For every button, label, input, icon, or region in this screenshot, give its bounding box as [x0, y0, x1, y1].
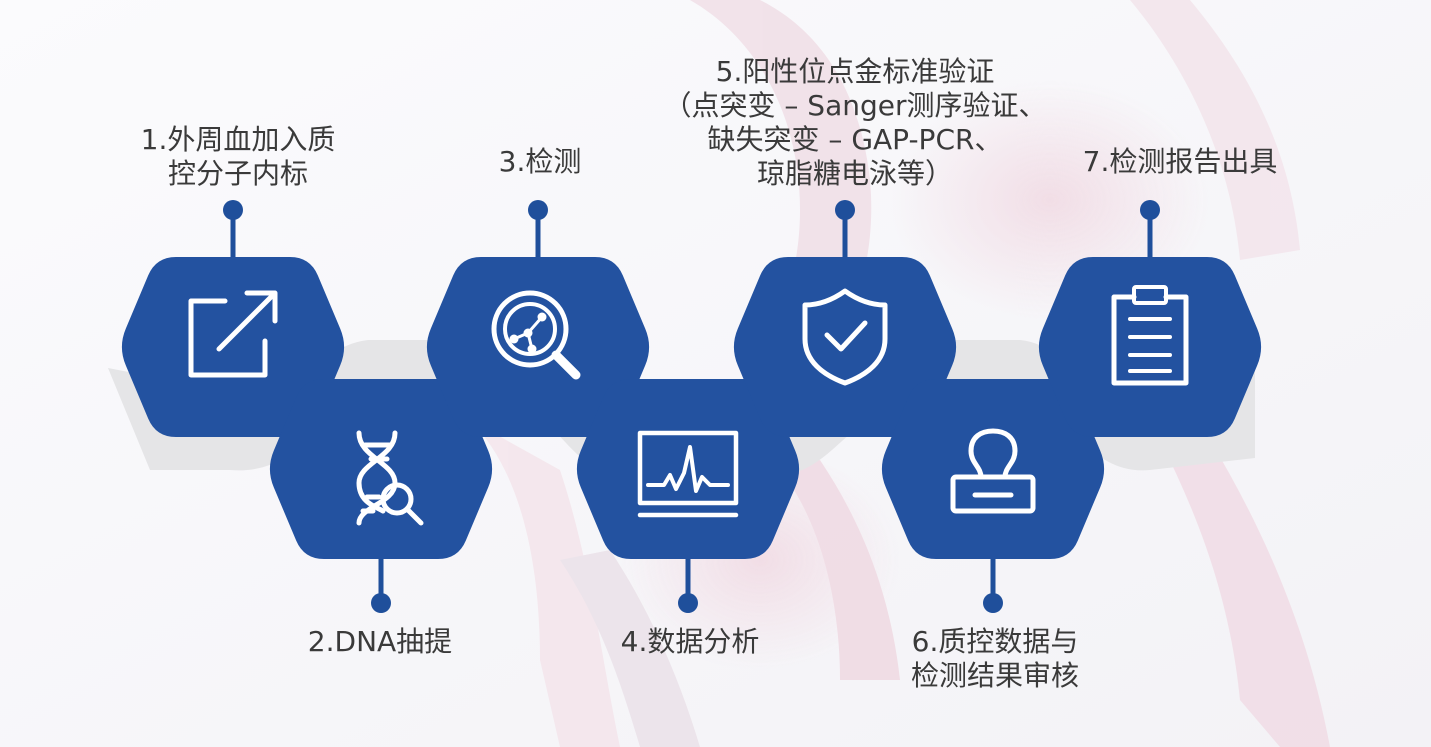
hexagons [121, 257, 1262, 559]
connector-dot [678, 593, 698, 613]
icon-stroke [188, 298, 268, 378]
icon-stroke [637, 430, 739, 506]
icon-stroke [1132, 285, 1168, 305]
step-6-label: 6.质控数据与 检测结果审核 [880, 625, 1110, 693]
connector-5 [835, 200, 855, 257]
step-6-label-line: 6.质控数据与 [911, 625, 1079, 658]
step-3-label-line: 3.检测 [498, 145, 582, 178]
connector-1 [223, 200, 243, 257]
step-2-label: 2.DNA抽提 [270, 625, 490, 659]
stamp-icon [950, 428, 1036, 514]
icon-stroke [503, 302, 557, 356]
icon-stroke [968, 428, 1018, 480]
step-7-hexagon [1038, 257, 1262, 437]
dna-search-icon [356, 430, 424, 526]
icon-stroke [360, 442, 394, 514]
external-link-icon [188, 290, 278, 378]
icon-stroke [824, 320, 868, 352]
connector-dot [528, 200, 548, 220]
step-5-hexagon [733, 257, 957, 437]
step-4-hexagon [576, 379, 800, 559]
connector-7 [1140, 200, 1160, 257]
step-2-hexagon [269, 379, 493, 559]
step-1-label-line: 控分子内标 [167, 157, 308, 190]
step-1-hexagon [121, 257, 345, 437]
step-1-label: 1.外周血加入质 控分子内标 [118, 123, 358, 191]
step-5-label-line: 缺失突变 – GAP-PCR、 [707, 123, 1003, 156]
icon-stroke [380, 482, 414, 516]
step-6-label-line: 检测结果审核 [910, 659, 1079, 692]
icon-stroke [356, 430, 398, 514]
connector-dot [371, 593, 391, 613]
step-5-label: 5.阳性位点金标准验证 （点突变 – Sanger测序验证、 缺失突变 – GA… [630, 55, 1080, 191]
step-4-label: 4.数据分析 [580, 625, 800, 659]
icon-stroke [646, 445, 730, 493]
icon-stroke [491, 290, 569, 368]
icon-dot [523, 328, 533, 338]
hexagon-shape [121, 257, 345, 437]
connectors [223, 200, 1160, 613]
icon-stroke [1111, 294, 1189, 386]
hexagon-shape [269, 379, 493, 559]
step-5-label-line: 5.阳性位点金标准验证 [715, 55, 995, 88]
step-5-label-line: （点突变 – Sanger测序验证、 [663, 89, 1047, 122]
hexagon-shape [576, 379, 800, 559]
step-5-label-line: 琼脂糖电泳等） [756, 157, 953, 190]
icon-stroke [551, 350, 581, 380]
icon-stroke [1128, 317, 1172, 373]
clipboard-icon [1111, 285, 1189, 386]
icon-dot [509, 334, 519, 344]
icon-stroke [216, 290, 278, 352]
connector-dot [1140, 200, 1160, 220]
connector-6 [983, 559, 1003, 613]
connector-dot [983, 593, 1003, 613]
step-3-label: 3.检测 [430, 145, 650, 179]
step-4-label-line: 4.数据分析 [620, 625, 760, 658]
step-2-label-line: 2.DNA抽提 [307, 625, 453, 658]
waveform-monitor-icon [637, 430, 739, 518]
connector-4 [678, 559, 698, 613]
connector-dot [223, 200, 243, 220]
step-7-label-line: 7.检测报告出具 [1082, 145, 1278, 178]
hexagon-shape [426, 257, 650, 437]
icon-dot [527, 344, 537, 354]
hexagon-shape [881, 379, 1105, 559]
step-6-hexagon [881, 379, 1105, 559]
icon-dot [537, 312, 547, 322]
icon-stroke [950, 474, 1036, 514]
connector-2 [371, 559, 391, 613]
shield-check-icon [802, 288, 888, 386]
step-7-label: 7.检测报告出具 [1055, 145, 1305, 179]
icon-stroke [404, 506, 424, 526]
step-1-label-line: 1.外周血加入质 [140, 123, 336, 156]
connector-3 [528, 200, 548, 257]
icon-stroke [802, 288, 888, 386]
hexagon-shape [1038, 257, 1262, 437]
molecule-search-icon [491, 290, 581, 380]
connector-dot [835, 200, 855, 220]
step-3-hexagon [426, 257, 650, 437]
